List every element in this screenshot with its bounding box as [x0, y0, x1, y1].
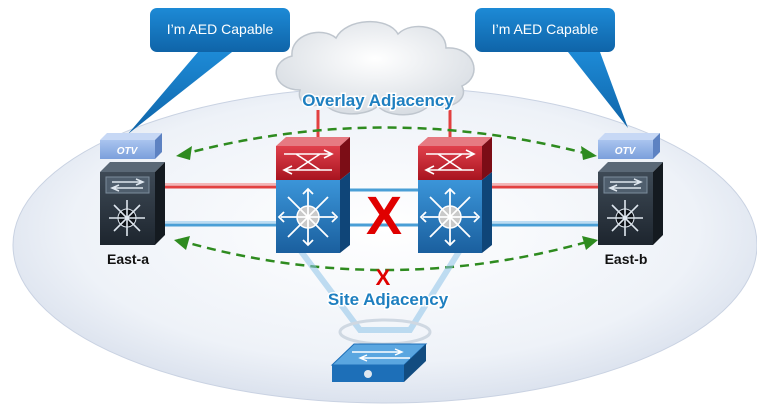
callout-right: I’m AED Capable: [475, 8, 615, 52]
layer3-switch-icon: [418, 172, 492, 253]
east-a-device[interactable]: OTV East-a: [100, 133, 165, 267]
otv-right-label: OTV: [615, 146, 637, 157]
callout-left: I’m AED Capable: [150, 8, 290, 52]
nexus-switch-icon: [598, 162, 663, 245]
callout-right-text: I’m AED Capable: [492, 21, 599, 37]
nexus-switch-icon: [100, 162, 165, 245]
access-switch-icon[interactable]: [330, 343, 428, 382]
site-arrowhead-right: [582, 236, 598, 250]
router-module-icon: [418, 137, 492, 180]
site-arrowhead-left: [174, 236, 190, 250]
layer3-switch-icon: [276, 172, 350, 253]
east-b-device[interactable]: OTV East-b: [598, 133, 663, 267]
cloud-icon: [275, 21, 475, 116]
overlay-arrowhead-left: [176, 146, 192, 160]
core-switch-left[interactable]: [276, 137, 350, 253]
overlay-adjacency-label: Overlay Adjacency: [302, 91, 454, 110]
site-failure-x: X: [376, 265, 391, 290]
site-dashed-arrow: [177, 238, 595, 272]
otv-left-label: OTV: [117, 146, 139, 157]
callout-right-tail: [568, 52, 628, 128]
overlay-arrowhead-right: [581, 146, 597, 160]
callout-left-text: I’m AED Capable: [167, 21, 274, 37]
otv-module-icon: OTV: [100, 133, 162, 159]
router-module-icon: [276, 137, 350, 180]
link-failure-x: X: [366, 186, 402, 246]
east-b-label: East-b: [605, 251, 648, 267]
otv-module-icon: OTV: [598, 133, 660, 159]
site-adjacency-label: Site Adjacency: [328, 290, 449, 309]
callout-left-tail: [128, 52, 232, 134]
east-a-label: East-a: [107, 251, 149, 267]
core-switch-right[interactable]: [418, 137, 492, 253]
uplink-cone: [297, 248, 463, 333]
